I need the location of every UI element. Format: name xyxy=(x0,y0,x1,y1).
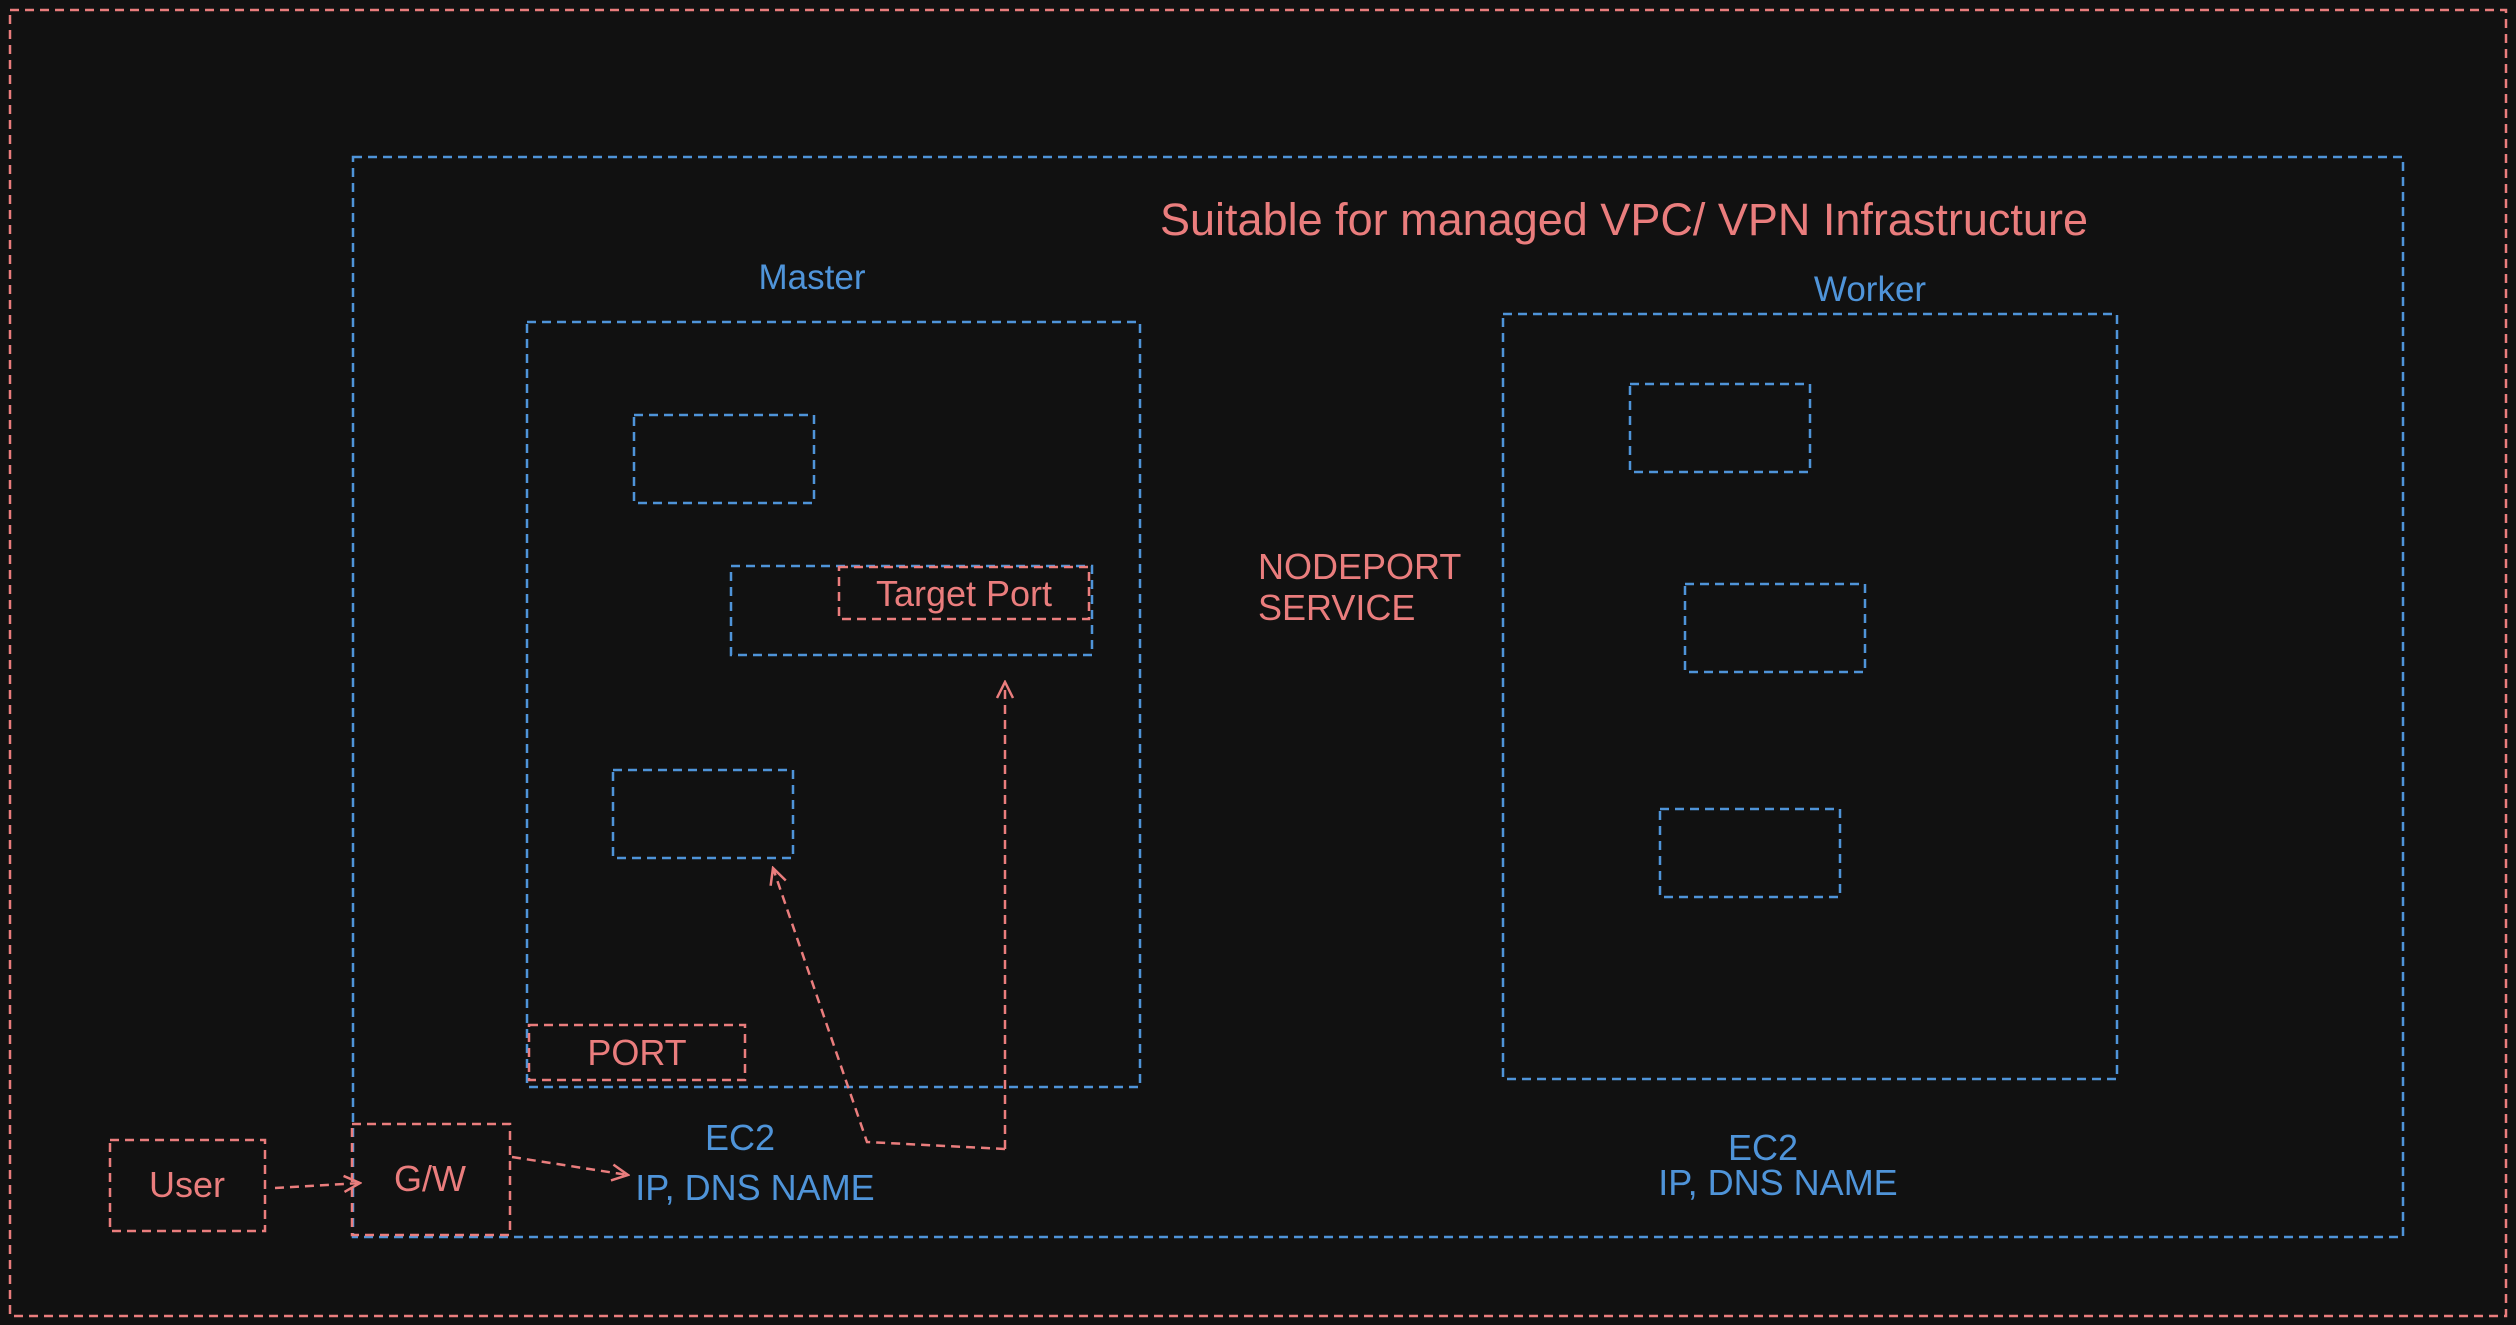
user-label: User xyxy=(149,1164,225,1205)
worker-node xyxy=(1501,312,2119,1081)
worker-pod-2 xyxy=(1683,582,1867,674)
worker-ip-dns-label: IP, DNS NAME xyxy=(1658,1162,1897,1203)
master-node xyxy=(525,320,1142,1089)
nodeport-service-line-1: NODEPORT xyxy=(1258,546,1461,587)
port-box xyxy=(527,1023,747,1082)
worker-label: Worker xyxy=(1814,270,1926,309)
worker-pod-3 xyxy=(1658,807,1842,899)
master-ip-dns-label: IP, DNS NAME xyxy=(635,1167,874,1208)
master-ec2-label: EC2 xyxy=(705,1117,775,1158)
user-box xyxy=(108,1138,267,1233)
target-port-label: Target Port xyxy=(876,573,1052,614)
outer-boundary xyxy=(8,8,2508,1318)
arrow-ec2-to-master-pod xyxy=(773,868,1006,1151)
master-pod-1 xyxy=(632,413,816,505)
master-pod-2 xyxy=(729,564,1094,657)
diagram-title: Suitable for managed VPC/ VPN Infrastruc… xyxy=(1160,194,2088,245)
vpc-boundary xyxy=(351,155,2405,1239)
worker-pod-1 xyxy=(1628,382,1812,474)
worker-ec2-label: EC2 xyxy=(1728,1127,1798,1168)
target-port-box xyxy=(837,565,1091,621)
master-label: Master xyxy=(759,258,866,297)
arrow-user-to-gateway xyxy=(274,1183,360,1188)
nodeport-service-line-2: SERVICE xyxy=(1258,587,1415,628)
master-pod-3 xyxy=(611,768,795,860)
arrow-gateway-to-ec2 xyxy=(511,1155,628,1175)
gateway-label: G/W xyxy=(394,1158,466,1199)
port-label: PORT xyxy=(587,1032,686,1073)
